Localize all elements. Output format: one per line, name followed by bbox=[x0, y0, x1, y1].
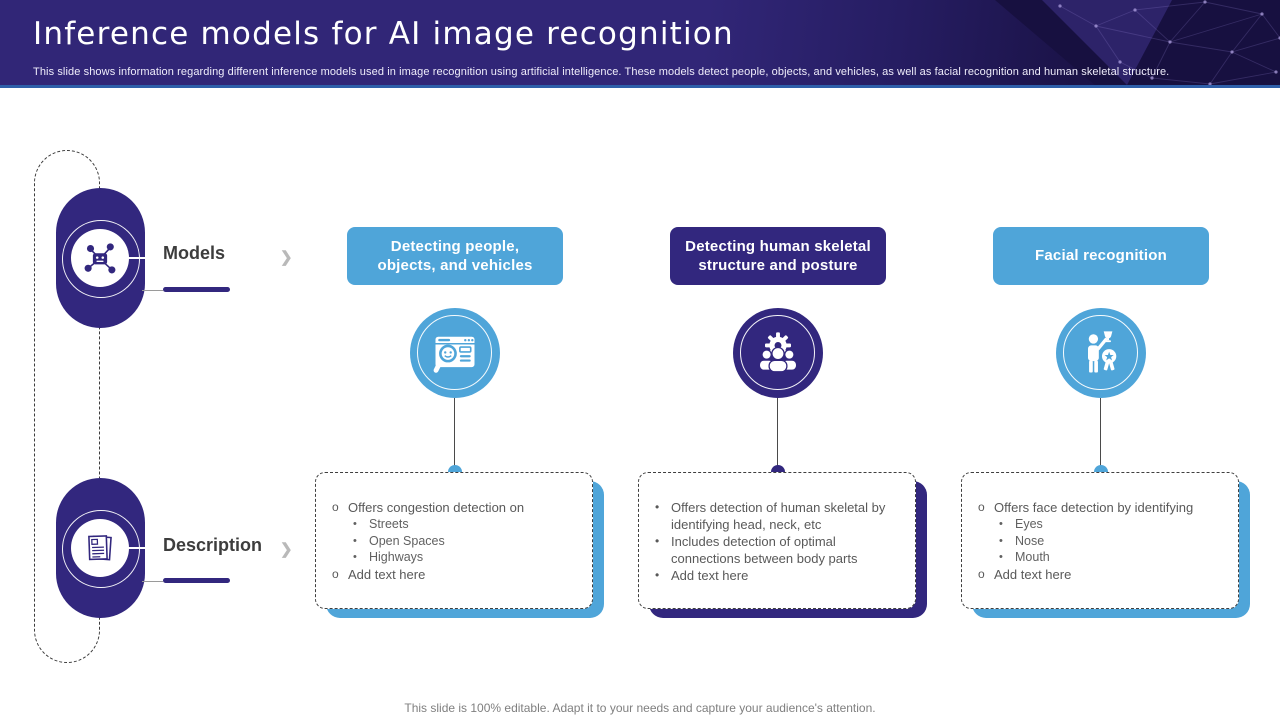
document-icon bbox=[88, 535, 112, 561]
list-item: • Nose bbox=[999, 533, 1230, 550]
bullet-glyph: • bbox=[353, 551, 357, 563]
column2-header-line1: Detecting human skeletal bbox=[685, 237, 871, 255]
bullet-glyph: • bbox=[999, 551, 1003, 563]
list-item: • Mouth bbox=[999, 549, 1230, 566]
slide-subtitle: This slide shows information regarding d… bbox=[33, 66, 1170, 78]
add-text-placeholder[interactable]: Add text here bbox=[671, 568, 749, 583]
description-pill-ring bbox=[62, 510, 140, 588]
ai-network-icon bbox=[84, 243, 116, 274]
list-item-text: Offers congestion detection on bbox=[348, 500, 525, 515]
description-pill bbox=[56, 478, 145, 618]
footer-note: This slide is 100% editable. Adapt it to… bbox=[404, 701, 876, 715]
bullet-glyph: o bbox=[332, 500, 339, 514]
bullet-glyph: • bbox=[655, 534, 660, 548]
bullet-glyph: • bbox=[655, 500, 660, 514]
column1-icon-circle bbox=[410, 308, 500, 398]
column1-description-box: o Offers congestion detection on • Streets… bbox=[315, 472, 593, 609]
list-item: o Add text here bbox=[978, 566, 1230, 583]
list-item: • Offers detection of human skeletal by i… bbox=[655, 499, 907, 533]
description-pill-circle bbox=[71, 519, 129, 577]
column3-icon-ring bbox=[1063, 315, 1138, 390]
column3-icon-circle bbox=[1056, 308, 1146, 398]
header-polygon-mesh-decoration bbox=[995, 0, 1280, 85]
list-item: • Highways bbox=[353, 549, 584, 566]
list-item: • Eyes bbox=[999, 516, 1230, 533]
column2-header-line2: structure and posture bbox=[698, 257, 858, 274]
column1-header-box: Detecting people, objects, and vehicles bbox=[347, 227, 563, 285]
column3-header-line1: Facial recognition bbox=[1035, 247, 1167, 265]
column3-description-box: o Offers face detection by identifying • E… bbox=[961, 472, 1239, 609]
slide-title: Inference models for AI image recognitio… bbox=[33, 16, 734, 52]
list-item-text: Open Spaces bbox=[369, 533, 445, 548]
list-item-text: Offers face detection by identifying bbox=[994, 500, 1194, 515]
bullet-glyph: • bbox=[655, 568, 660, 582]
list-item-text: Highways bbox=[369, 550, 424, 564]
models-row-label: Models bbox=[163, 243, 226, 263]
list-item-text: Mouth bbox=[1015, 550, 1050, 564]
models-pill-ring bbox=[62, 220, 140, 298]
column2-icon-ring bbox=[740, 315, 815, 390]
column2-description-box: • Offers detection of human skeletal by i… bbox=[638, 472, 916, 609]
bullet-glyph: • bbox=[353, 534, 357, 547]
column3-connector-line bbox=[1100, 398, 1101, 466]
description-underline-bar bbox=[163, 578, 230, 583]
models-pill-circle bbox=[71, 229, 129, 287]
add-text-placeholder[interactable]: Add text here bbox=[994, 566, 1072, 582]
description-connector-line bbox=[142, 581, 163, 582]
list-item: o Offers face detection by identifying bbox=[978, 499, 1230, 516]
models-pill bbox=[56, 188, 145, 328]
list-item: o Offers congestion detection on bbox=[332, 499, 584, 516]
header-band: Inference models for AI image recognitio… bbox=[0, 0, 1280, 88]
column2-icon-circle bbox=[733, 308, 823, 398]
list-item: • Open Spaces bbox=[353, 533, 584, 550]
models-connector-line bbox=[142, 290, 163, 291]
list-item-text: Streets bbox=[369, 517, 409, 531]
bullet-glyph: o bbox=[978, 566, 985, 581]
list-item-text: Eyes bbox=[1015, 517, 1043, 531]
bullet-glyph: • bbox=[999, 534, 1003, 547]
column1-header-line2: objects, and vehicles bbox=[377, 257, 533, 274]
column3-header-box: Facial recognition bbox=[993, 227, 1209, 285]
column2-connector-line bbox=[777, 398, 778, 466]
list-item: • Includes detection of optimal connectio… bbox=[655, 533, 907, 567]
bullet-glyph: • bbox=[353, 518, 357, 530]
bullet-glyph: • bbox=[999, 518, 1003, 530]
add-text-placeholder[interactable]: Add text here bbox=[348, 566, 426, 582]
list-item-text: Offers detection of human skeletal by id… bbox=[671, 500, 886, 532]
description-chevron-icon: ❯ bbox=[280, 541, 293, 558]
models-chevron-icon: ❯ bbox=[280, 249, 293, 266]
list-item-text: Nose bbox=[1015, 533, 1045, 548]
list-item: • Add text here bbox=[655, 567, 907, 584]
bullet-glyph: o bbox=[978, 500, 985, 514]
list-item: o Add text here bbox=[332, 566, 584, 583]
list-item: • Streets bbox=[353, 516, 584, 533]
column2-header-box: Detecting human skeletal structure and p… bbox=[670, 227, 886, 285]
models-underline-bar bbox=[163, 287, 230, 292]
column1-header-line1: Detecting people, bbox=[390, 237, 520, 255]
column1-icon-ring bbox=[417, 315, 492, 390]
list-item-text: Includes detection of optimal connection… bbox=[671, 534, 858, 566]
dashed-capsule-outline bbox=[34, 150, 100, 663]
description-row-label: Description bbox=[163, 535, 263, 555]
column1-connector-line bbox=[454, 398, 455, 466]
description-pill-connector-stub bbox=[127, 547, 145, 549]
bullet-glyph: o bbox=[332, 566, 339, 581]
models-pill-connector-stub bbox=[127, 257, 145, 259]
